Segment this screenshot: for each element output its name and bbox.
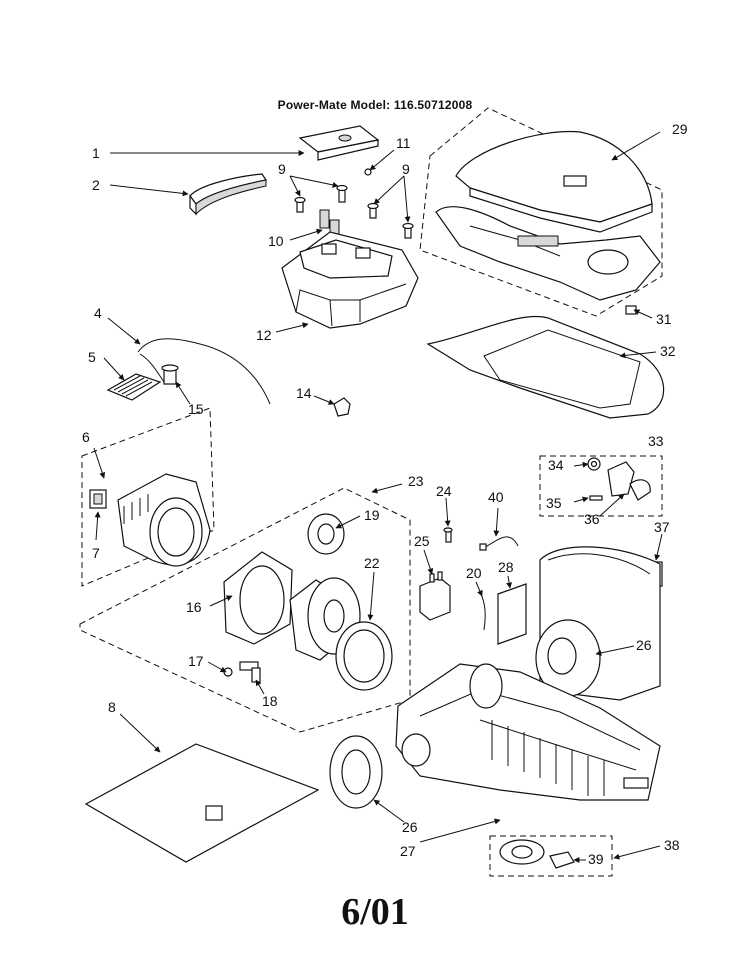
group-29-boundary bbox=[419, 107, 663, 317]
part-5-filter bbox=[106, 373, 162, 401]
callout-29: 29 bbox=[672, 121, 688, 137]
part-20-wire bbox=[479, 591, 486, 631]
parts-17-18-hardware bbox=[223, 661, 261, 683]
part-6-exhaust-housing bbox=[117, 473, 211, 567]
callout-25: 25 bbox=[414, 533, 430, 549]
callout-12: 12 bbox=[256, 327, 272, 343]
part-24-screw bbox=[443, 527, 453, 543]
callout-16: 16 bbox=[186, 599, 202, 615]
part-12-handle-base bbox=[281, 231, 419, 329]
callout-20: 20 bbox=[466, 565, 482, 581]
callout-26-rear: 26 bbox=[636, 637, 652, 653]
callout-31: 31 bbox=[656, 311, 672, 327]
part-28-filter-pad bbox=[497, 583, 527, 645]
parts-9-10-11-screws bbox=[294, 168, 414, 239]
callout-1: 1 bbox=[92, 145, 100, 161]
callout-22: 22 bbox=[364, 555, 380, 571]
callout-19: 19 bbox=[364, 507, 380, 523]
callout-37: 37 bbox=[654, 519, 670, 535]
callout-40: 40 bbox=[488, 489, 504, 505]
part-40-wire bbox=[479, 536, 519, 551]
callout-11: 11 bbox=[396, 135, 411, 151]
callout-labels: 1 2 9 10 11 9 29 4 5 15 12 31 32 14 6 7 … bbox=[82, 121, 688, 867]
part-2-handle-grip bbox=[189, 173, 267, 216]
callout-10: 10 bbox=[268, 233, 284, 249]
leader-lines bbox=[93, 131, 663, 863]
part-22-motor-ring bbox=[335, 621, 393, 691]
part-25-switch bbox=[419, 571, 451, 621]
callout-24: 24 bbox=[436, 483, 452, 499]
group-6-boundary bbox=[81, 407, 215, 587]
group-33-boundary bbox=[539, 455, 663, 517]
parts-34-36-latch bbox=[587, 457, 651, 501]
callout-9-right: 9 bbox=[402, 161, 410, 177]
callout-4: 4 bbox=[94, 305, 102, 321]
part-26-front-wheel bbox=[329, 735, 383, 809]
diagram-title: Power-Mate Model: 116.50712008 bbox=[277, 98, 473, 112]
callout-34: 34 bbox=[548, 457, 564, 473]
callout-28: 28 bbox=[498, 559, 514, 575]
callout-36: 36 bbox=[584, 511, 600, 527]
callout-15: 15 bbox=[188, 401, 204, 417]
callout-27: 27 bbox=[400, 843, 416, 859]
callout-2: 2 bbox=[92, 177, 100, 193]
callout-14: 14 bbox=[296, 385, 312, 401]
callout-9-left: 9 bbox=[278, 161, 286, 177]
callout-6: 6 bbox=[82, 429, 90, 445]
callout-5: 5 bbox=[88, 349, 96, 365]
part-29-top-cover bbox=[435, 130, 661, 301]
part-1-handle-cover bbox=[298, 125, 380, 161]
callout-39: 39 bbox=[588, 851, 604, 867]
callout-26-front: 26 bbox=[402, 819, 418, 835]
callout-32: 32 bbox=[660, 343, 676, 359]
date-code: 6/01 bbox=[341, 891, 409, 933]
callout-38: 38 bbox=[664, 837, 680, 853]
callout-17: 17 bbox=[188, 653, 204, 669]
group-38-boundary bbox=[489, 835, 613, 877]
part-15-fitting bbox=[161, 364, 179, 385]
callout-18: 18 bbox=[262, 693, 278, 709]
part-8-dust-bag bbox=[84, 743, 320, 863]
part-14-nut bbox=[333, 397, 351, 417]
callout-23: 23 bbox=[408, 473, 424, 489]
callout-8: 8 bbox=[108, 699, 116, 715]
callout-35: 35 bbox=[546, 495, 562, 511]
part-7-grille bbox=[89, 489, 107, 509]
part-32-tray bbox=[426, 315, 665, 419]
parts-38-39-caster bbox=[499, 839, 575, 869]
part-19-gasket bbox=[307, 513, 345, 555]
part-27-canister-base bbox=[395, 663, 661, 801]
part-26-rear-wheel bbox=[535, 619, 601, 697]
callout-33: 33 bbox=[648, 433, 664, 449]
part-16-motor-housing bbox=[223, 551, 293, 645]
part-4-cord bbox=[137, 338, 271, 405]
callout-7: 7 bbox=[92, 545, 100, 561]
